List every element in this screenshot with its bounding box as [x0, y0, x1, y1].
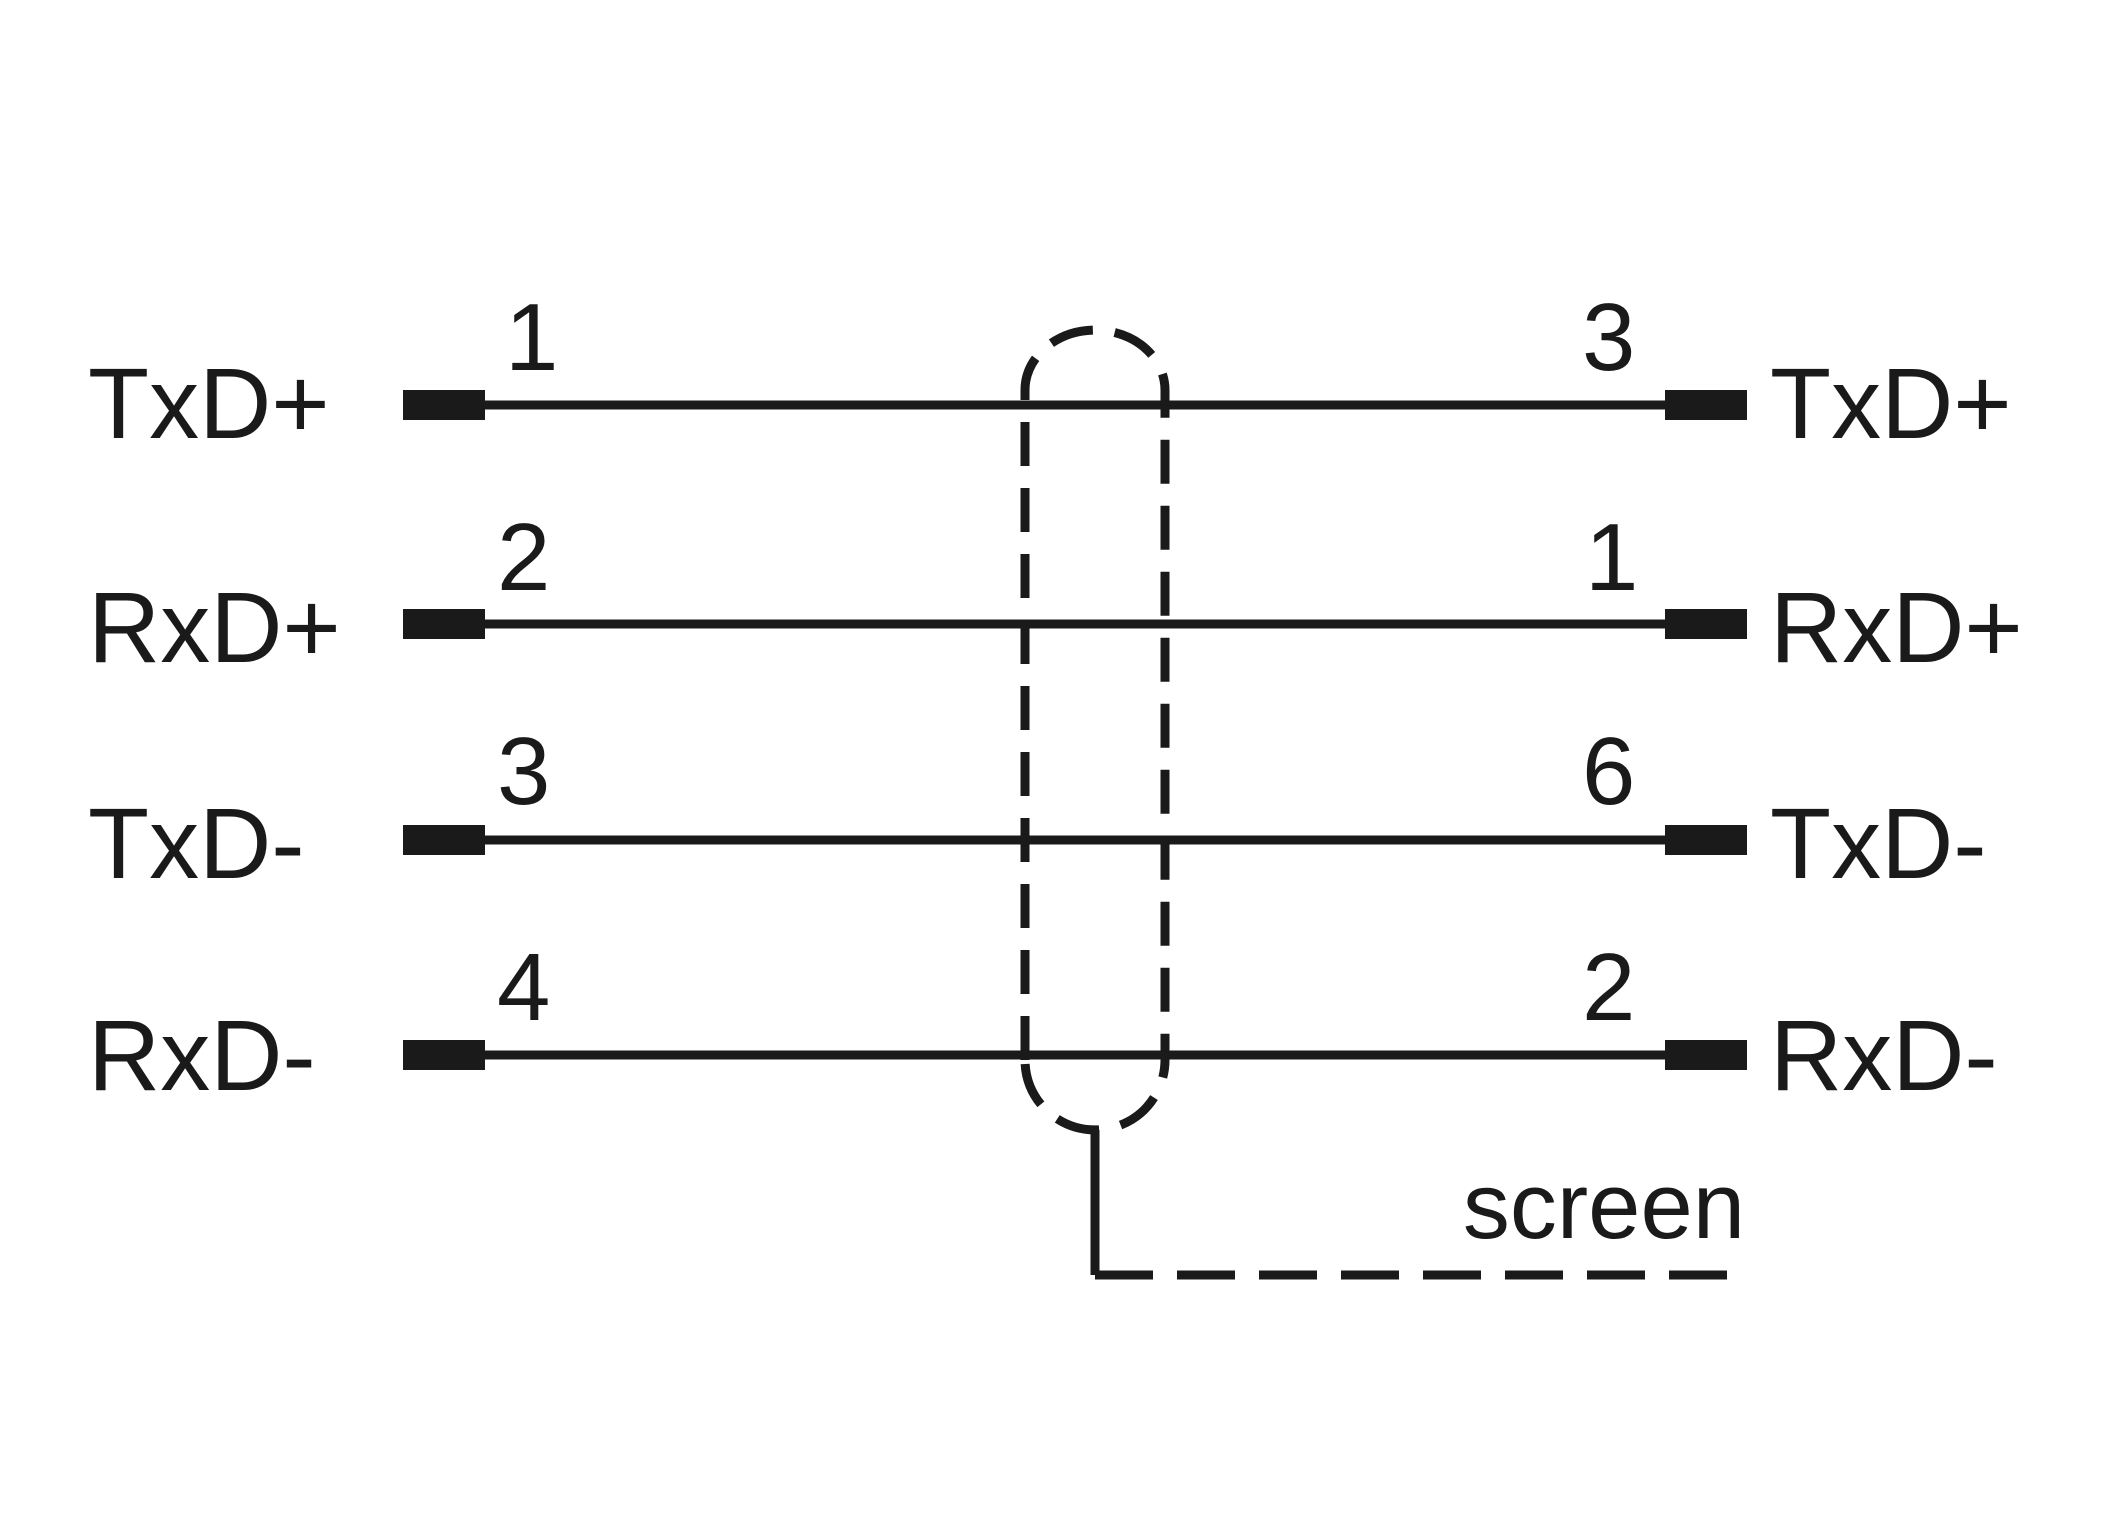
- right-signal-label: RxD-: [1770, 1000, 1998, 1112]
- wire-row-txd-minus: TxD- 3 6 TxD-: [88, 718, 1987, 900]
- right-signal-label: TxD-: [1770, 788, 1987, 900]
- screen-label: screen: [1463, 1153, 1745, 1258]
- right-signal-label: RxD+: [1770, 572, 2023, 684]
- left-pin-number: 4: [497, 934, 550, 1041]
- left-terminal: [403, 825, 485, 855]
- right-pin-number: 6: [1582, 718, 1635, 825]
- right-pin-number: 1: [1585, 504, 1638, 611]
- left-signal-label: TxD+: [88, 348, 330, 460]
- left-terminal: [403, 609, 485, 639]
- left-signal-label: RxD-: [88, 1000, 316, 1112]
- wire-row-rxd-plus: RxD+ 2 1 RxD+: [88, 504, 2023, 684]
- right-terminal: [1665, 825, 1747, 855]
- cable-shield-outline: [1020, 325, 1170, 1135]
- right-terminal: [1665, 390, 1747, 420]
- left-pin-number: 2: [497, 504, 550, 611]
- left-signal-label: TxD-: [88, 788, 305, 900]
- wire-row-rxd-minus: RxD- 4 2 RxD-: [88, 934, 1998, 1112]
- left-signal-label: RxD+: [88, 572, 341, 684]
- right-pin-number: 3: [1582, 284, 1635, 391]
- right-terminal: [1665, 1040, 1747, 1070]
- right-pin-number: 2: [1582, 934, 1635, 1041]
- wire-row-txd-plus: TxD+ 1 3 TxD+: [88, 284, 2012, 460]
- left-pin-number: 3: [497, 718, 550, 825]
- left-pin-number: 1: [505, 284, 558, 391]
- left-terminal: [403, 1040, 485, 1070]
- right-terminal: [1665, 609, 1747, 639]
- right-signal-label: TxD+: [1770, 348, 2012, 460]
- left-terminal: [403, 390, 485, 420]
